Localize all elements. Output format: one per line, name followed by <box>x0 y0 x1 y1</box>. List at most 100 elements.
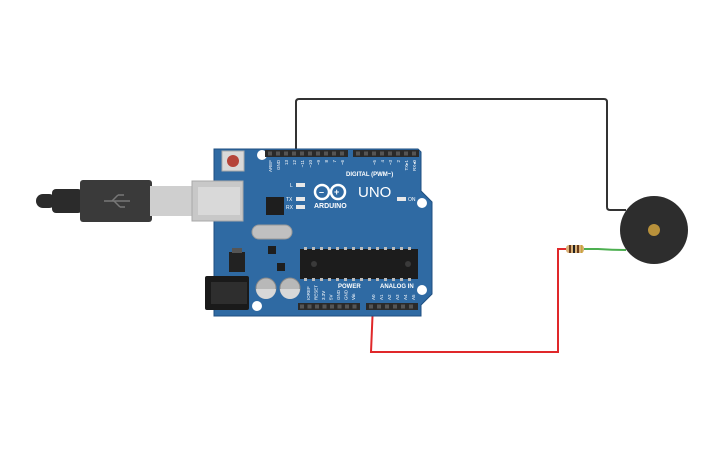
pin-label: ~5 <box>372 160 377 166</box>
header-pin[interactable] <box>330 304 334 309</box>
wire-a0-to-resistor[interactable] <box>369 248 567 353</box>
header-pin[interactable] <box>385 304 389 309</box>
header-pin[interactable] <box>276 151 280 156</box>
pin-label: 4 <box>380 160 385 163</box>
voltage-regulator-tab <box>232 248 242 253</box>
usb-interface-chip <box>266 197 284 215</box>
header-pin[interactable] <box>352 304 357 309</box>
header-pin[interactable] <box>393 304 397 309</box>
reset-button[interactable] <box>221 150 245 172</box>
led-on-label: ON <box>408 197 416 203</box>
chip-leg <box>344 247 347 250</box>
wire-resistor-to-buzzer[interactable] <box>583 248 627 251</box>
smd-component <box>268 246 276 254</box>
resistor-band <box>569 245 571 253</box>
board-brand: ARDUINO <box>314 203 347 210</box>
pin-label: Vin <box>351 293 356 300</box>
header-pin[interactable] <box>377 304 381 309</box>
header-pin[interactable] <box>409 304 413 309</box>
header-pin[interactable] <box>412 151 416 156</box>
power-jack-inner <box>211 282 247 304</box>
chip-leg <box>368 278 371 281</box>
chip-leg <box>392 247 395 250</box>
header-pin[interactable] <box>308 151 312 156</box>
pin-label: A0 <box>371 294 376 300</box>
pin-label: 13 <box>284 160 289 166</box>
header-pin[interactable] <box>337 304 342 309</box>
pin-label: 8 <box>324 160 329 163</box>
header-pin[interactable] <box>322 304 327 309</box>
resistor[interactable] <box>566 245 584 253</box>
pin-label: 3.3V <box>321 291 326 300</box>
chip-leg <box>304 278 307 281</box>
pin-label: RESET <box>314 285 319 300</box>
pin-label: 5V <box>329 294 334 300</box>
header-pin[interactable] <box>396 151 400 156</box>
pin-label: A1 <box>379 294 384 300</box>
pin-label: GND <box>336 289 341 300</box>
chip-leg <box>312 278 315 281</box>
header-pin[interactable] <box>401 304 405 309</box>
chip-leg <box>336 247 339 250</box>
header-pin[interactable] <box>324 151 328 156</box>
chip-leg <box>320 278 323 281</box>
usb-symbol-icon <box>104 194 130 208</box>
microcontroller-pins <box>304 247 411 281</box>
led-rx-label: RX <box>286 205 294 211</box>
header-pin[interactable] <box>268 151 272 156</box>
piezo-buzzer[interactable] <box>620 196 688 264</box>
resistor-band <box>573 245 575 253</box>
crystal-oscillator <box>251 224 293 240</box>
header-pin[interactable] <box>316 151 320 156</box>
chip-leg <box>376 278 379 281</box>
resistor-band <box>581 245 583 253</box>
capacitor-mark <box>256 289 276 299</box>
logo-minus: – <box>319 187 324 197</box>
chip-leg <box>384 278 387 281</box>
wire-gnd-to-buzzer[interactable] <box>295 98 626 211</box>
led-tx <box>296 197 305 201</box>
led-rx <box>296 205 305 209</box>
usb-cable-boot <box>52 189 82 213</box>
header-pin[interactable] <box>345 304 349 309</box>
header-pin[interactable] <box>332 151 336 156</box>
header-pin[interactable] <box>300 151 304 156</box>
arduino-uno-board[interactable]: L TX RX ON – + ARDUINO UNO DIGITAL (PWM~… <box>191 148 433 317</box>
chip-leg <box>328 247 331 250</box>
header-pin[interactable] <box>356 151 360 156</box>
header-pin[interactable] <box>364 151 368 156</box>
chip-leg <box>384 247 387 250</box>
chip-leg <box>368 247 371 250</box>
board-model: UNO <box>358 184 391 201</box>
header-pin[interactable] <box>388 151 392 156</box>
usb-plug-metal <box>150 186 192 216</box>
led-tx-label: TX <box>286 197 293 203</box>
header-pin[interactable] <box>340 151 344 156</box>
header-pin[interactable] <box>369 304 373 309</box>
header-pin[interactable] <box>292 151 296 156</box>
header-pin[interactable] <box>307 304 312 309</box>
header-pin[interactable] <box>404 151 408 156</box>
microcontroller-notch <box>311 261 317 267</box>
led-l-label: L <box>290 183 293 189</box>
chip-leg <box>360 247 363 250</box>
header-pin[interactable] <box>300 304 304 309</box>
digital-header-right <box>353 150 419 157</box>
usb-cable[interactable] <box>36 180 192 222</box>
chip-leg <box>312 247 315 250</box>
header-pin[interactable] <box>380 151 384 156</box>
header-pin[interactable] <box>372 151 376 156</box>
power-header <box>298 303 360 310</box>
pin-label: A5 <box>411 294 416 300</box>
pin-label: IOREF <box>306 286 311 300</box>
chip-leg <box>304 247 307 250</box>
mounting-hole <box>252 301 262 311</box>
pin-label: 2 <box>396 160 401 163</box>
pin-label: ~3 <box>388 160 393 166</box>
chip-leg <box>352 278 355 281</box>
header-pin[interactable] <box>284 151 288 156</box>
led-l <box>296 183 305 187</box>
header-pin[interactable] <box>315 304 319 309</box>
